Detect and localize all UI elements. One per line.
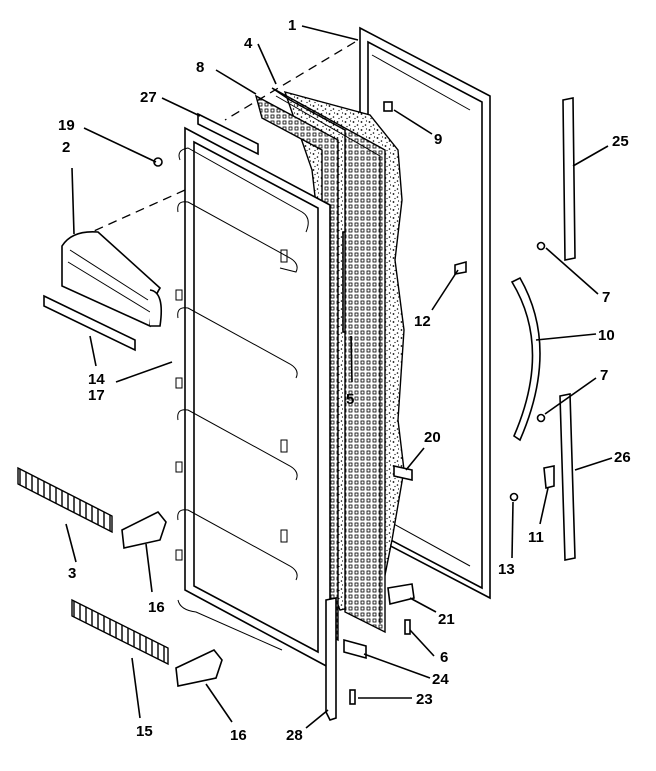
hardware-screws xyxy=(153,101,555,705)
callout-20: 20 xyxy=(424,429,441,446)
lower-grille-15 xyxy=(71,598,169,666)
callout-21: 21 xyxy=(438,611,455,628)
callout-8: 8 xyxy=(196,59,204,76)
door-handle xyxy=(510,276,541,442)
callout-labels: 1 4 8 27 19 2 9 25 7 12 10 14 17 7 5 20 … xyxy=(58,17,631,744)
door-shelf-bin xyxy=(61,230,163,328)
door-gasket xyxy=(271,87,386,634)
callout-1: 1 xyxy=(288,17,296,34)
callout-17: 17 xyxy=(88,387,105,404)
callout-16b: 16 xyxy=(230,727,247,744)
shelf-bracket-upper xyxy=(121,510,167,549)
door-trim-strip-26 xyxy=(559,393,576,561)
callout-7b: 7 xyxy=(600,367,608,384)
callout-14: 14 xyxy=(88,371,105,388)
lower-grille-3 xyxy=(17,466,113,534)
callout-13: 13 xyxy=(498,561,515,578)
callout-7a: 7 xyxy=(602,289,610,306)
door-liner-shelves xyxy=(175,126,331,670)
door-trim-strip-25 xyxy=(562,97,576,261)
callout-9: 9 xyxy=(434,131,442,148)
callout-19: 19 xyxy=(58,117,75,134)
assembly-guide-lines xyxy=(84,41,356,236)
callout-11: 11 xyxy=(528,529,544,546)
shelf-bracket-lower xyxy=(175,649,223,687)
callout-16a: 16 xyxy=(148,599,165,616)
callout-15: 15 xyxy=(136,723,153,740)
callout-12: 12 xyxy=(414,313,431,330)
callout-27: 27 xyxy=(140,89,157,106)
top-trim-strip xyxy=(197,112,259,156)
callout-5: 5 xyxy=(346,391,354,408)
callout-28: 28 xyxy=(286,727,303,744)
shelf-bin-rail xyxy=(43,294,136,352)
callout-10: 10 xyxy=(598,327,615,344)
leader-lines xyxy=(65,25,613,729)
callout-24: 24 xyxy=(432,671,449,688)
callout-26: 26 xyxy=(614,449,631,466)
callout-4: 4 xyxy=(244,35,253,52)
callout-25: 25 xyxy=(612,133,629,150)
callout-6: 6 xyxy=(440,649,448,666)
callout-3: 3 xyxy=(68,565,76,582)
callout-23: 23 xyxy=(416,691,433,708)
door-trim-strip-28 xyxy=(325,597,337,721)
callout-2: 2 xyxy=(62,139,70,156)
